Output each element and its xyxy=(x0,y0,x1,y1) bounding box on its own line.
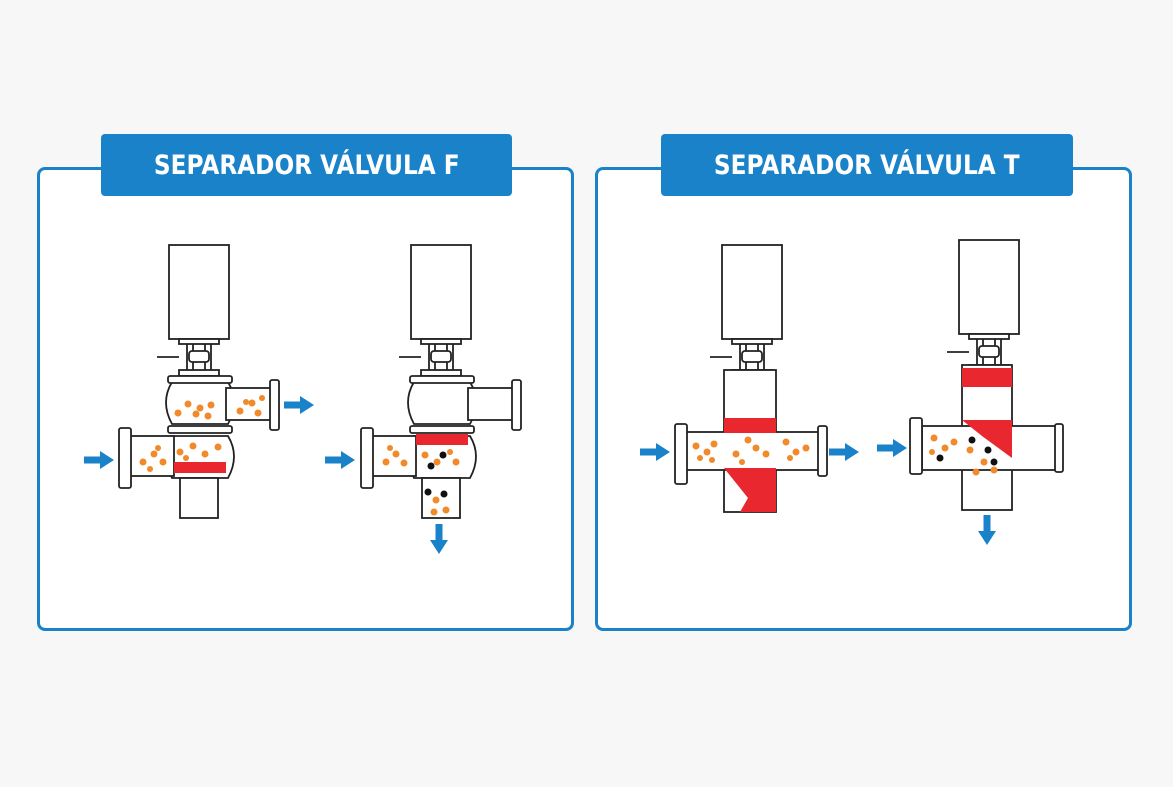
panel-valvula-f xyxy=(37,167,574,631)
panel-title-t-text: SEPARADOR VÁLVULA T xyxy=(714,149,1020,181)
panel-title-t: SEPARADOR VÁLVULA T xyxy=(661,134,1073,196)
panel-valvula-t xyxy=(595,167,1132,631)
panel-title-f-text: SEPARADOR VÁLVULA F xyxy=(153,149,460,181)
panel-title-f: SEPARADOR VÁLVULA F xyxy=(101,134,512,196)
